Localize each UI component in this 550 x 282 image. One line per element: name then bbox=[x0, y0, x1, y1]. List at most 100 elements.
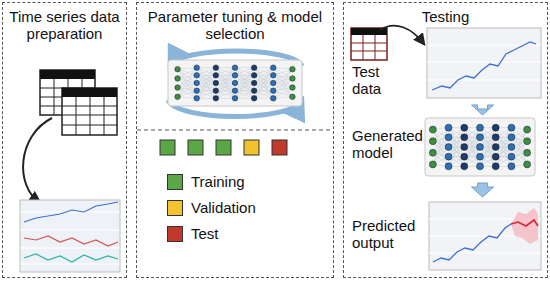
graphic-part bbox=[432, 42, 536, 90]
network-link bbox=[235, 75, 254, 98]
network-link bbox=[449, 128, 465, 157]
stage-panel: Time series data preparation bbox=[2, 2, 127, 278]
network-link bbox=[254, 75, 273, 98]
network-neuron bbox=[445, 163, 452, 170]
network-neuron bbox=[175, 94, 181, 100]
network-neuron bbox=[232, 73, 238, 79]
network-neuron bbox=[429, 126, 436, 133]
stage-panel: TestingTest dataGenerated modelPredicted… bbox=[343, 2, 548, 278]
network-neuron bbox=[508, 134, 515, 141]
curved-arrow bbox=[380, 26, 424, 44]
network-link bbox=[449, 128, 465, 157]
network-neuron bbox=[213, 65, 219, 71]
panel-heading: Parameter tuning & model selection bbox=[137, 8, 333, 42]
stage-panel: Parameter tuning & model selectionTraini… bbox=[136, 2, 334, 278]
network-neuron bbox=[445, 134, 452, 141]
network-link bbox=[216, 91, 235, 99]
network-neuron bbox=[508, 124, 515, 131]
network-link bbox=[254, 68, 273, 76]
network-link bbox=[197, 75, 216, 98]
graphic-part bbox=[24, 236, 118, 246]
network-link bbox=[464, 128, 480, 157]
network-neuron bbox=[175, 66, 181, 72]
network-neuron bbox=[232, 80, 238, 86]
legend-swatch bbox=[167, 174, 183, 190]
flow-arrow bbox=[472, 183, 494, 197]
network-neuron bbox=[194, 65, 200, 71]
line-chart bbox=[20, 200, 120, 272]
network-neuron bbox=[477, 124, 484, 131]
network-neuron bbox=[194, 73, 200, 79]
network-neuron bbox=[477, 153, 484, 160]
network-link bbox=[254, 68, 273, 91]
network-link bbox=[449, 137, 465, 166]
network-neuron bbox=[445, 124, 452, 131]
panel-heading: Testing bbox=[344, 8, 547, 25]
network-neuron bbox=[492, 134, 499, 141]
network-link bbox=[254, 68, 273, 91]
graphic-part bbox=[40, 70, 95, 79]
network-neuron bbox=[194, 80, 200, 86]
network-neuron bbox=[194, 96, 200, 102]
network-neuron bbox=[492, 153, 499, 160]
network-link bbox=[235, 68, 254, 91]
network-frame bbox=[425, 118, 535, 176]
network-link bbox=[216, 68, 235, 76]
graphic-part bbox=[160, 140, 175, 155]
network-link bbox=[480, 137, 496, 166]
graphic-part bbox=[511, 208, 538, 244]
network-link bbox=[216, 75, 235, 98]
network-neuron bbox=[429, 161, 436, 168]
network-neuron bbox=[232, 88, 238, 94]
network-neuron bbox=[290, 94, 296, 100]
panel-heading: Time series data preparation bbox=[3, 8, 126, 42]
network-neuron bbox=[461, 124, 468, 131]
network-neuron bbox=[461, 153, 468, 160]
network-link bbox=[464, 128, 480, 157]
network-link bbox=[197, 91, 216, 99]
network-neuron bbox=[508, 153, 515, 160]
network-link bbox=[235, 91, 254, 99]
network-frame bbox=[168, 60, 302, 106]
curved-arrow bbox=[23, 118, 52, 203]
graphic-part bbox=[62, 88, 117, 97]
step-label: Generated model bbox=[352, 127, 428, 161]
network-link bbox=[496, 128, 512, 157]
graphic-part bbox=[511, 220, 538, 226]
network-neuron bbox=[492, 144, 499, 151]
network-neuron bbox=[461, 144, 468, 151]
network-neuron bbox=[429, 149, 436, 156]
network-link bbox=[216, 91, 235, 99]
network-link bbox=[480, 128, 496, 157]
graphic-part bbox=[351, 28, 387, 60]
network-neuron bbox=[461, 134, 468, 141]
network-neuron bbox=[251, 88, 257, 94]
network-neuron bbox=[290, 85, 296, 91]
step-label: Predicted output bbox=[352, 217, 428, 251]
data-split-squares bbox=[160, 140, 287, 155]
network-neuron bbox=[290, 76, 296, 82]
network-neuron bbox=[492, 163, 499, 170]
network-link bbox=[496, 137, 512, 166]
network-link bbox=[178, 75, 197, 87]
legend-text: Test bbox=[191, 225, 219, 242]
step-region: Generated model bbox=[348, 117, 546, 181]
network-neuron bbox=[232, 65, 238, 71]
graphic-part bbox=[188, 140, 203, 155]
graphic-part bbox=[24, 254, 118, 262]
network-link bbox=[496, 128, 512, 157]
network-link bbox=[197, 68, 216, 76]
network-neuron bbox=[213, 73, 219, 79]
table-icon bbox=[62, 88, 117, 135]
graphic-part bbox=[433, 224, 511, 262]
network-link bbox=[197, 75, 216, 98]
graphic-part bbox=[24, 202, 118, 222]
network-neuron bbox=[445, 144, 452, 151]
network-link bbox=[480, 128, 496, 157]
network-neuron bbox=[271, 80, 277, 86]
legend-entry: Test bbox=[167, 225, 219, 242]
network-neuron bbox=[194, 88, 200, 94]
network-link bbox=[235, 68, 254, 91]
graphic-part bbox=[62, 88, 117, 135]
